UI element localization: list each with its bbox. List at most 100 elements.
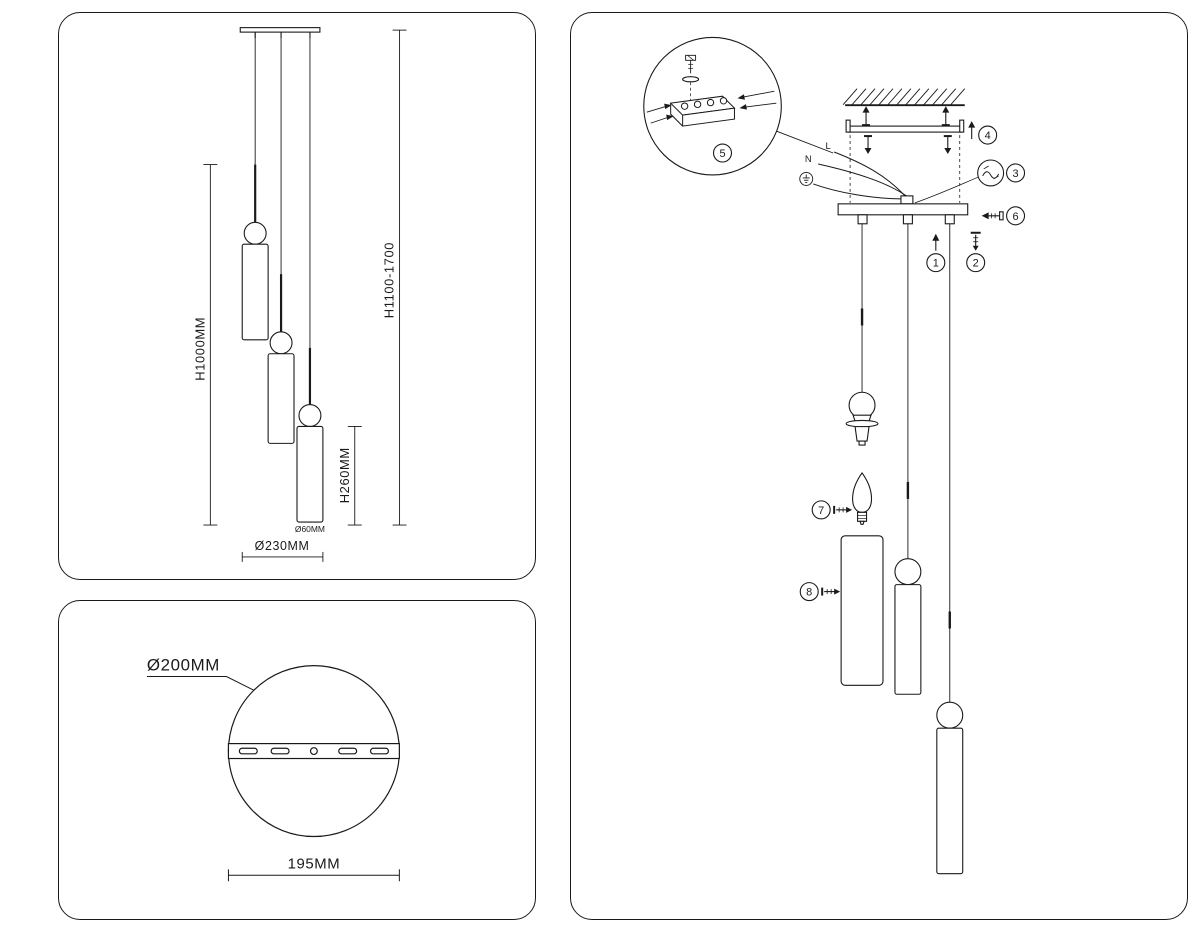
callout-8: 8 — [799, 582, 819, 602]
bar-slot — [238, 747, 258, 755]
dim-label-h1000: H1000MM — [192, 317, 207, 381]
callout-1-arrow — [932, 233, 940, 251]
bulb-icon — [852, 472, 873, 525]
dim-overall-height: H1100-1700 — [382, 29, 407, 526]
mounting-bar — [227, 743, 400, 760]
callout-4-arrow — [968, 121, 976, 140]
pendant-shade — [936, 727, 964, 875]
dim-label-195: 195MM — [288, 856, 341, 872]
pendant-assembly-right — [936, 223, 964, 875]
panel-assembly-view: N L — [570, 12, 1188, 920]
callout-number: 4 — [985, 130, 991, 142]
front-view-drawing: H1000MM H1100-1700 H260MM Ø60MM — [192, 27, 407, 562]
wire-connection-detail — [977, 159, 1005, 187]
cord-grip — [857, 214, 868, 225]
arrow-up-icon — [862, 106, 870, 113]
canopy-bar — [239, 27, 321, 39]
wire-label-l: L — [826, 141, 831, 152]
arrow-down-icon — [972, 245, 979, 251]
pendant-shade — [241, 243, 269, 341]
pendant-shade — [840, 535, 884, 686]
canopy-plate — [837, 195, 969, 225]
arrow-right-icon — [666, 114, 674, 121]
socket-contact — [858, 440, 866, 446]
pendant-assembly-left — [840, 223, 884, 686]
pendant-right — [296, 32, 324, 523]
ceiling — [842, 88, 966, 107]
pendant-sphere — [894, 558, 922, 586]
mounting-bracket — [845, 119, 965, 133]
pendant-sphere — [298, 403, 322, 427]
power-wires — [813, 151, 979, 204]
callout-2: 2 — [966, 253, 986, 273]
arrow-up-icon — [932, 233, 940, 241]
washer-icon — [682, 76, 700, 83]
arrow-left-icon — [739, 104, 747, 110]
panel-top-view: Ø200MM 195MM — [58, 600, 536, 920]
pendant-left — [241, 32, 269, 341]
ceiling-screw-right — [941, 106, 950, 127]
pendant-sphere — [243, 221, 267, 245]
bar-slot — [270, 747, 290, 755]
dim-label-d60: Ø60MM — [295, 524, 325, 534]
bar-slot — [338, 747, 358, 755]
dim-shade-height: H260MM — [337, 426, 362, 526]
arrow-right-icon — [834, 588, 841, 595]
shade-screw-icon — [821, 587, 841, 596]
pendant-shade — [894, 584, 922, 695]
callout-1: 1 — [926, 253, 946, 273]
bracket-screw-left — [864, 135, 873, 155]
pendant-shade — [296, 425, 324, 523]
terminal-wires — [646, 90, 777, 124]
arrow-right-icon — [846, 506, 853, 513]
callout-7: 7 — [811, 500, 831, 520]
detail-leader-line — [776, 130, 834, 154]
callout-2-screw-icon — [970, 231, 981, 251]
dim-fixture-height: H1000MM — [192, 164, 218, 526]
callout-number: 6 — [1013, 211, 1019, 223]
assembly-drawing: N L — [643, 36, 1026, 875]
arrow-left-icon — [737, 94, 745, 100]
socket-flange — [845, 419, 879, 428]
cord-grip — [944, 214, 955, 225]
canopy-stem — [900, 195, 914, 205]
pendant-assembly-middle — [894, 223, 922, 695]
arrow-down-icon — [944, 148, 952, 155]
dim-label-d200: Ø200MM — [147, 656, 220, 675]
pendant-sphere — [936, 701, 964, 729]
ceiling-hatch — [842, 88, 966, 105]
callout-number: 8 — [806, 587, 812, 599]
arrow-up-icon — [968, 121, 976, 128]
arrow-down-icon — [864, 148, 872, 155]
callout-5: 5 — [712, 143, 733, 163]
callout-number: 1 — [933, 258, 939, 270]
arrow-up-icon — [942, 106, 950, 113]
callout-number: 3 — [1013, 168, 1019, 180]
bar-center-hole — [309, 747, 318, 756]
ceiling-screw-left — [862, 106, 871, 127]
panel-front-view: H1000MM H1100-1700 H260MM Ø60MM — [58, 12, 536, 580]
dim-plate-diameter: Ø200MM — [146, 656, 255, 691]
dim-canopy-diameter: Ø230MM — [241, 539, 324, 562]
arrow-right-icon — [664, 103, 672, 110]
callout-number: 2 — [973, 258, 979, 270]
pendant-middle — [267, 32, 295, 444]
pendant-shade — [267, 353, 295, 444]
dim-bar-width: 195MM — [227, 856, 400, 882]
top-view-drawing: Ø200MM 195MM — [146, 656, 400, 882]
callout-number: 5 — [719, 148, 725, 160]
bar-slot — [369, 747, 390, 755]
cord-grip — [902, 214, 913, 225]
callout-6: 6 — [1006, 206, 1026, 226]
pendant-sphere — [269, 331, 293, 355]
callout-number: 7 — [818, 505, 824, 517]
socket-body — [854, 426, 870, 442]
terminal-screw-icon — [685, 54, 697, 74]
ground-symbol-icon — [799, 172, 814, 186]
bracket-screw-right — [943, 135, 952, 155]
dim-label-overall: H1100-1700 — [382, 242, 397, 318]
terminal-detail — [643, 36, 834, 176]
pendant-sphere — [848, 391, 876, 419]
callout-4: 4 — [978, 125, 998, 145]
